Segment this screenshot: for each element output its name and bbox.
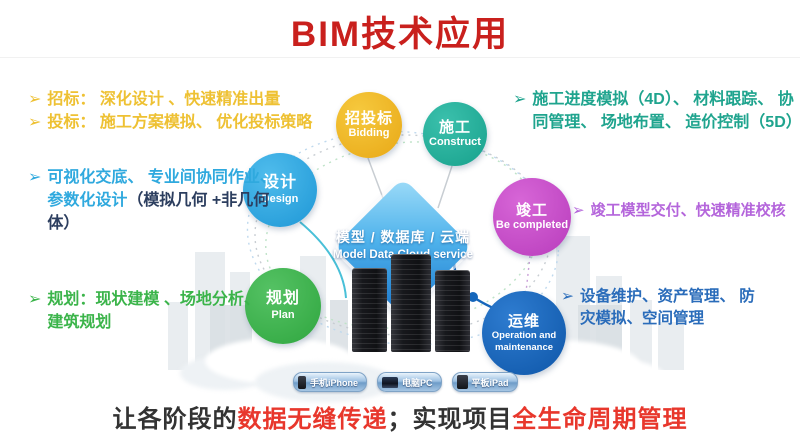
device-badge-pc: 电脑PC: [377, 372, 442, 392]
device-row: 手机iPhone 电脑PC 平板iPad: [293, 372, 518, 392]
footer-seg3: ；实现项目: [387, 406, 513, 433]
arrow-icon: ➢: [28, 291, 42, 308]
hub-label: 模型 / 数据库 / 云端 Model Data Cloud service: [318, 227, 488, 261]
bullet-design-paren: （模拟几何 +非几何体）: [47, 192, 270, 233]
tablet-icon: [456, 375, 468, 389]
phone-icon: [298, 375, 306, 389]
bullet-construct: ➢ 施工进度模拟（4D）、 材料跟踪、 协同管理、 场地布置、 造价控制（5D）: [513, 88, 800, 134]
node-operation-en: Operation and: [491, 330, 557, 342]
node-completed: 竣工 Be completed: [493, 178, 571, 256]
arrow-icon: ➢: [513, 91, 527, 108]
arrow-icon: ➢: [28, 169, 42, 186]
server-rack: [391, 254, 431, 352]
device-phone-label: 手机iPhone: [310, 377, 359, 388]
footer-seg2: 数据无缝传递: [237, 406, 388, 433]
device-pad-label: 平板iPad: [471, 377, 509, 388]
server-rack: [435, 270, 470, 352]
building: [168, 302, 188, 370]
building: [630, 300, 652, 370]
bullet-bid: ➢ 招标： 深化设计 、快速精准出量: [28, 88, 338, 111]
node-bidding: 招投标 Bidding: [336, 92, 402, 158]
bullet-construct-text: 施工进度模拟（4D）、 材料跟踪、 协同管理、 场地布置、 造价控制（5D）: [532, 91, 800, 132]
node-design-zh: 设计: [262, 174, 297, 192]
footer-caption: 让各阶段的数据无缝传递；实现项目全生命周期管理: [0, 399, 800, 434]
bullet-operation: ➢ 设备维护、资产管理、 防灾模拟、空间管理: [561, 286, 766, 331]
building: [658, 322, 684, 370]
node-plan: 规划 Plan: [245, 268, 321, 344]
page-title: BIM技术应用: [290, 15, 510, 54]
server-racks: [352, 254, 470, 352]
bullet-tender: ➢ 投标： 施工方案模拟、 优化投标策略: [28, 111, 338, 134]
bullet-completed: ➢ 竣工模型交付、快速精准校核: [572, 200, 798, 222]
node-bidding-en: Bidding: [348, 127, 390, 140]
node-completed-zh: 竣工: [515, 202, 548, 220]
node-construct-en: Construct: [429, 136, 481, 149]
bullet-design: ➢ 可视化交底、 专业间协同作业、 参数化设计（模拟几何 +非几何体）: [28, 166, 286, 236]
node-plan-zh: 规划: [265, 290, 300, 308]
laptop-icon: [382, 376, 399, 388]
node-operation-en2: maintenance: [494, 341, 554, 353]
title-divider: [0, 57, 800, 58]
device-badge-phone: 手机iPhone: [293, 372, 368, 392]
node-bidding-zh: 招投标: [344, 110, 393, 128]
bullet-plan: ➢ 规划：现状建模 、场地分析、 建筑规划: [28, 288, 280, 334]
node-design-en: Design: [261, 192, 299, 205]
bullet-design-text: 可视化交底、 专业间协同作业、 参数化设计（模拟几何 +非几何体）: [47, 169, 276, 233]
bullet-tender-text: 投标： 施工方案模拟、 优化投标策略: [47, 114, 313, 131]
node-design: 设计 Design: [243, 153, 317, 227]
device-pc-label: 电脑PC: [402, 377, 433, 388]
node-plan-en: Plan: [271, 308, 295, 321]
bullet-plan-text: 规划：现状建模 、场地分析、 建筑规划: [47, 291, 260, 332]
arrow-icon: ➢: [28, 114, 42, 131]
hub-label-zh: 模型 / 数据库 / 云端: [335, 229, 471, 245]
node-operation: 运维 Operation and maintenance: [482, 291, 566, 375]
footer-seg1: 让各阶段的: [112, 406, 238, 433]
device-badge-pad: 平板iPad: [451, 372, 518, 392]
node-construct-zh: 施工: [438, 119, 471, 137]
bullet-bid-text: 招标： 深化设计 、快速精准出量: [47, 91, 281, 108]
node-construct: 施工 Construct: [423, 102, 487, 166]
cloud: [545, 358, 665, 396]
node-operation-zh: 运维: [507, 312, 540, 330]
arrow-icon: ➢: [561, 288, 574, 305]
arrow-icon: ➢: [28, 91, 42, 108]
node-completed-en: Be completed: [495, 219, 569, 232]
footer-seg4: 全生命周期管理: [512, 406, 688, 433]
server-rack: [352, 268, 387, 352]
bullet-completed-text: 竣工模型交付、快速精准校核: [590, 202, 786, 219]
bullet-operation-text: 设备维护、资产管理、 防灾模拟、空间管理: [580, 288, 755, 328]
arrow-icon: ➢: [572, 202, 585, 219]
